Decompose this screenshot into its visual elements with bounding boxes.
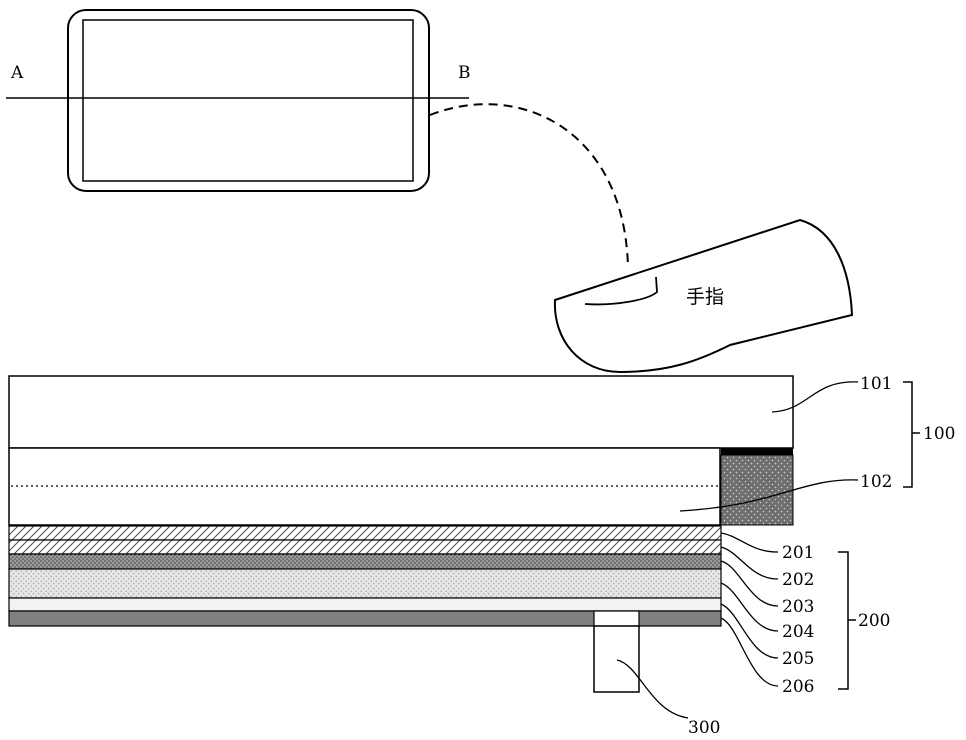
edge-ink-block <box>721 455 793 525</box>
dashed-connector <box>430 104 628 268</box>
label-300: 300 <box>688 718 720 738</box>
label-205: 205 <box>782 649 814 669</box>
sensor-window <box>594 611 639 626</box>
label-206: 206 <box>782 677 814 697</box>
section-label-b: B <box>458 63 471 83</box>
label-203: 203 <box>782 597 814 617</box>
layer-205 <box>9 598 721 611</box>
label-204: 204 <box>782 622 814 642</box>
label-200: 200 <box>858 611 890 631</box>
label-202: 202 <box>782 570 814 590</box>
sensor-300 <box>594 626 639 692</box>
finger: 手指 <box>555 220 852 372</box>
leader-201 <box>721 533 778 552</box>
label-201: 201 <box>782 543 814 563</box>
label-101: 101 <box>860 374 892 394</box>
bracket-100 <box>903 382 920 487</box>
device-top-view: A B <box>6 10 471 191</box>
bracket-200 <box>838 552 856 689</box>
label-100: 100 <box>923 424 955 444</box>
leader-206 <box>721 618 778 686</box>
layer-202 <box>9 540 721 554</box>
layer-204 <box>9 569 721 598</box>
finger-label: 手指 <box>686 286 724 308</box>
layer-201 <box>9 526 721 540</box>
layer-101 <box>9 376 793 448</box>
section-label-a: A <box>10 63 24 83</box>
leader-205 <box>721 604 778 658</box>
edge-black-strip <box>721 448 793 455</box>
device-screen <box>83 20 413 181</box>
layer-203 <box>9 554 721 569</box>
label-102: 102 <box>860 472 892 492</box>
device-outer-frame <box>68 10 429 191</box>
layer-102 <box>9 448 720 525</box>
